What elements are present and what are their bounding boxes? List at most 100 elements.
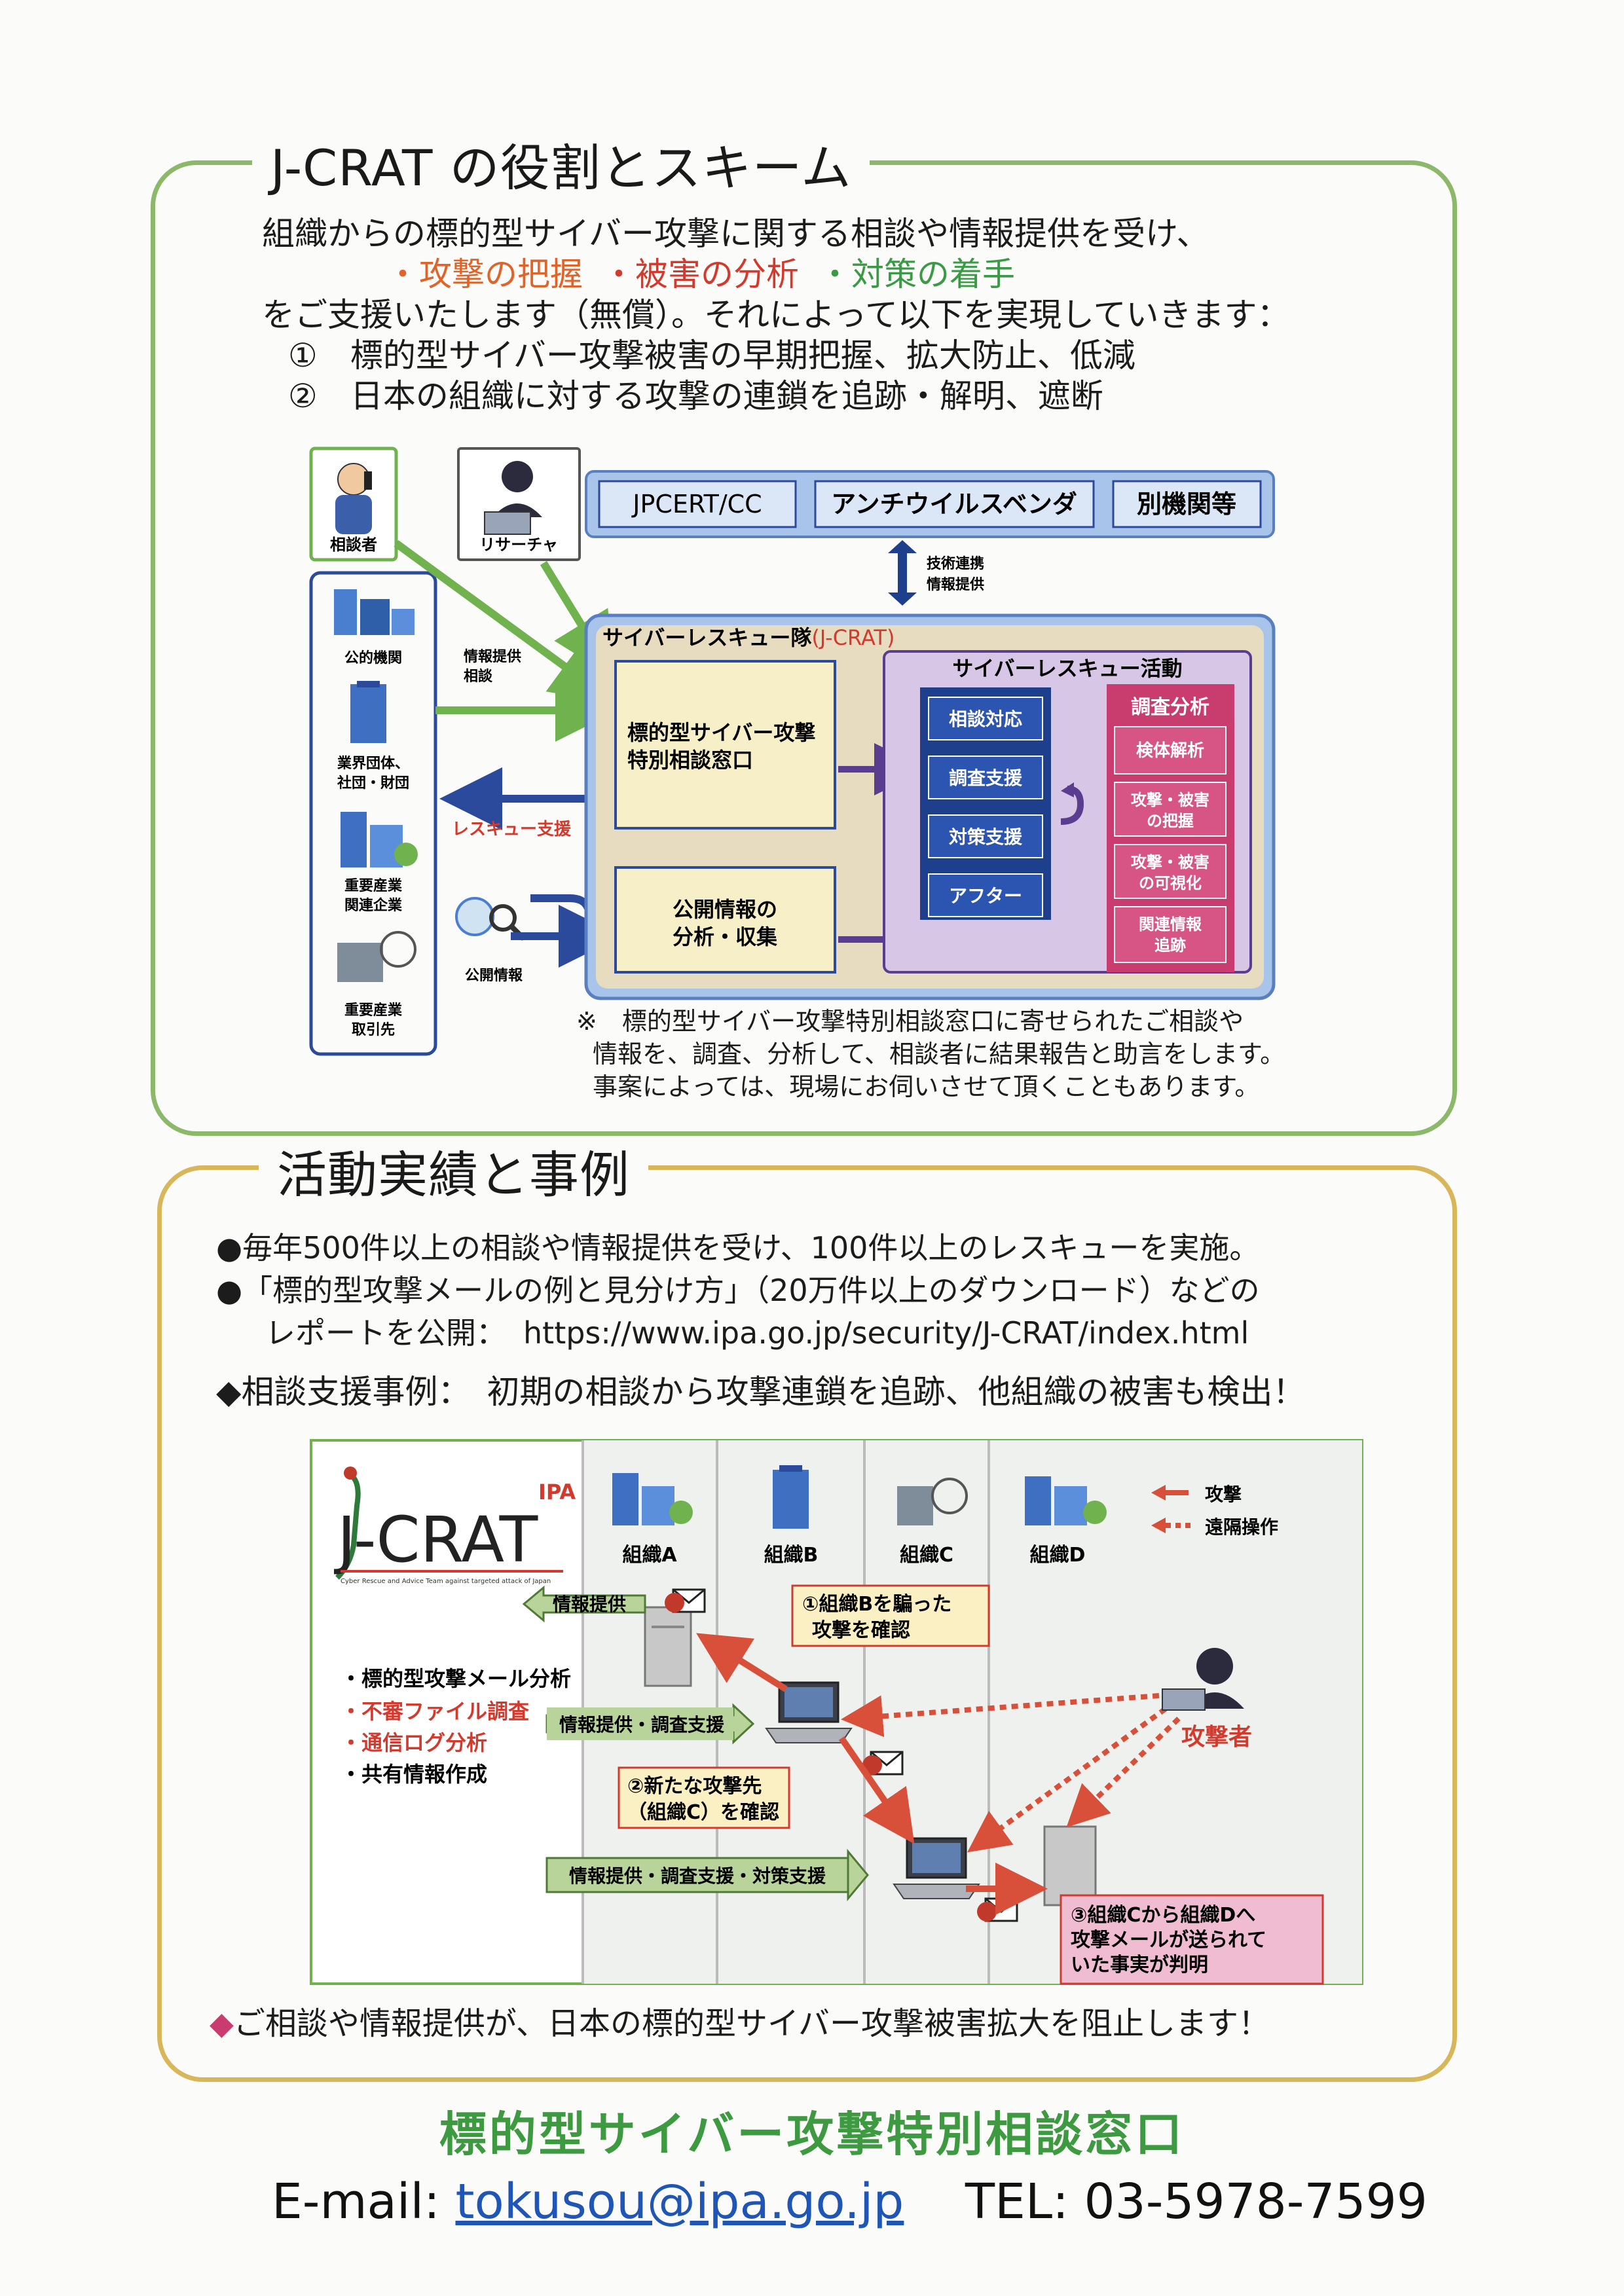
scheme-note-2: 情報を、調査、分析して、相談者に結果報告と助言をします。 — [593, 1040, 1285, 1068]
org-b-label: 組織B — [764, 1544, 819, 1567]
callout-2-line-2: （組織C）を確認 — [627, 1801, 779, 1824]
scheme-note-1: ※ 標的型サイバー攻撃特別相談窓口に寄せられたご相談や — [576, 1007, 1244, 1036]
bullet-damage-analysis: ・被害の分析 — [602, 255, 799, 293]
left-list-2: ・不審ファイル調査 — [341, 1699, 529, 1724]
client-industry-1: 業界団体、 — [337, 756, 409, 772]
team-suffix: (J-CRAT) — [811, 625, 895, 650]
info-arrow-2: 情報提供・調査支援 — [545, 1703, 755, 1745]
malicious-mail-icon — [665, 1588, 706, 1613]
info-arrow-2-label: 情報提供・調査支援 — [559, 1714, 725, 1736]
info-provide-label: 情報提供 — [927, 576, 984, 593]
report-label: レポートを公開： — [265, 1315, 506, 1351]
legend-remote: 遠隔操作 — [1205, 1516, 1278, 1538]
activity-after: アフター — [949, 885, 1022, 907]
left-list-4: ・共有情報作成 — [341, 1762, 487, 1787]
org-b: 組織B — [764, 1465, 819, 1567]
intro-line-1: 組織からの標的型サイバー攻撃に関する相談や情報提供を受け、 — [262, 215, 1209, 253]
analysis-title: 調査分析 — [1131, 696, 1209, 719]
client-column: 公的機関 業界団体、 社団・財団 重要産業 関連企業 重要産業 取引先 — [309, 571, 437, 1056]
case-heading: ◆相談支援事例： 初期の相談から攻撃連鎖を追跡、他組織の被害も検出！ — [216, 1373, 1306, 1411]
callout-3-line-2: 攻撃メールが送られて — [1071, 1929, 1266, 1952]
report-url[interactable]: https://www.ipa.go.jp/security/J-CRAT/in… — [523, 1315, 1249, 1351]
public-info-label: 公開情報 — [465, 967, 523, 984]
info-arrow-1-label: 情報提供 — [553, 1594, 626, 1615]
callout-3-line-3: いた事実が判明 — [1071, 1954, 1208, 1977]
analysis-grasp-2: の把握 — [1147, 812, 1194, 830]
activity-countermeasure: 対策支援 — [949, 826, 1023, 848]
client-critical-1: 重要産業 — [344, 877, 403, 894]
malicious-mail-icon — [862, 1751, 904, 1776]
public-info-node: 公開情報 — [455, 897, 526, 984]
building-icon — [1025, 1476, 1107, 1525]
client-partner-2: 取引先 — [352, 1022, 395, 1038]
info-consult-label-1: 情報提供 — [464, 648, 521, 665]
contact-line: E-mail: tokusou@ipa.go.jp TEL: 03-5978-7… — [272, 2172, 1428, 2231]
attacker-label: 攻撃者 — [1181, 1724, 1252, 1751]
org-d: 組織D — [1025, 1476, 1107, 1567]
laptop-icon — [893, 1837, 980, 1899]
building-icon — [612, 1473, 693, 1525]
diamond-icon: ◆ — [210, 2005, 234, 2042]
logo-text: J-CRAT — [334, 1503, 538, 1576]
tower-icon — [350, 681, 386, 743]
researcher-node: リサーチャ — [457, 447, 581, 561]
tel-number: TEL: 03-5978-7599 — [965, 2174, 1428, 2230]
results-line-1: ●毎年500件以上の相談や情報提供を受け、100件以上のレスキューを実施。 — [216, 1230, 1260, 1266]
analysis-visualize-2: の可視化 — [1139, 874, 1202, 892]
legend: 攻撃 遠隔操作 — [1151, 1484, 1278, 1538]
footer-title: 標的型サイバー攻撃特別相談窓口 — [439, 2107, 1185, 2162]
intro-bullets: ・攻撃の把握・被害の分析・対策の着手 — [386, 254, 1015, 295]
consultant-label: 相談者 — [330, 536, 377, 554]
hooded-attacker-icon — [1162, 1648, 1244, 1711]
callout-3: ③組織Cから組織Dへ 攻撃メールが送られて いた事実が判明 — [1060, 1894, 1324, 1985]
tech-link-arrow: 技術連携 情報提供 — [888, 540, 984, 606]
client-critical-2: 関連企業 — [344, 897, 403, 914]
info-arrow-3-label: 情報提供・調査支援・対策支援 — [569, 1865, 826, 1887]
partner-jpcert: JPCERT/CC — [631, 490, 762, 519]
plant-icon — [897, 1478, 968, 1525]
bullet-countermeasure: ・対策の着手 — [819, 255, 1015, 293]
goal-1: ① 標的型サイバー攻撃被害の早期把握、拡大防止、低減 — [288, 337, 1135, 374]
partner-bar: JPCERT/CC アンチウイルスベンダ 別機関等 — [585, 470, 1275, 538]
j-crat-logo: IPA J-CRAT Cyber Rescue and Advice Team … — [334, 1467, 576, 1585]
logo-tagline: Cyber Rescue and Advice Team against tar… — [341, 1578, 551, 1585]
server-icon — [644, 1606, 692, 1687]
scheme-note-3: 事案によっては、現場にお伺いさせて頂くこともあります。 — [593, 1072, 1260, 1101]
tower-icon — [773, 1465, 809, 1529]
team-label: サイバーレスキュー隊(J-CRAT) — [602, 625, 895, 650]
partner-other: 別機関等 — [1137, 490, 1236, 519]
building-icon — [341, 812, 418, 867]
org-c: 組織C — [897, 1478, 968, 1567]
callout-2-line-1: ②新たな攻撃先 — [627, 1775, 762, 1798]
analysis-visualize-1: 攻撃・被害 — [1131, 853, 1209, 871]
analysis-trace-1: 関連情報 — [1139, 915, 1202, 934]
goal-2: ② 日本の組織に対する攻撃の連鎖を追跡・解明、遮断 — [288, 377, 1103, 415]
org-c-label: 組織C — [900, 1544, 953, 1567]
consultant-icon — [335, 463, 372, 534]
email-label: E-mail: — [272, 2174, 440, 2230]
pheasant-icon — [335, 1467, 361, 1580]
attacker-node: 攻撃者 — [1162, 1648, 1252, 1751]
partner-antivirus: アンチウイルスベンダ — [831, 490, 1077, 519]
collect-label-2: 分析・収集 — [673, 924, 777, 949]
email-link[interactable]: tokusou@ipa.go.jp — [455, 2174, 904, 2230]
window-label-2: 特別相談窓口 — [627, 748, 753, 773]
rescue-support-label: レスキュー支援 — [452, 820, 572, 839]
cyber-rescue-team: サイバーレスキュー隊(J-CRAT) 標的型サイバー攻撃 特別相談窓口 公開情報… — [584, 613, 1276, 1000]
results-line-2: ●「標的型攻撃メールの例と見分け方」（20万件以上のダウンロード）などの — [216, 1273, 1260, 1308]
rescue-arrow: レスキュー支援 — [439, 767, 602, 839]
org-a-label: 組織A — [622, 1544, 677, 1567]
plant-icon — [337, 931, 416, 982]
server-icon — [1043, 1825, 1097, 1906]
analysis-grasp-1: 攻撃・被害 — [1131, 791, 1209, 809]
org-d-label: 組織D — [1030, 1544, 1086, 1567]
legend-attack: 攻撃 — [1205, 1484, 1242, 1505]
results-frame — [157, 1165, 1457, 2082]
building-icon — [334, 589, 415, 635]
tech-link-label: 技術連携 — [927, 555, 984, 572]
role-scheme-title: J-CRAT の役割とスキーム — [252, 139, 870, 198]
logo-ipa: IPA — [538, 1480, 576, 1504]
activity-title: サイバーレスキュー活動 — [952, 656, 1182, 681]
